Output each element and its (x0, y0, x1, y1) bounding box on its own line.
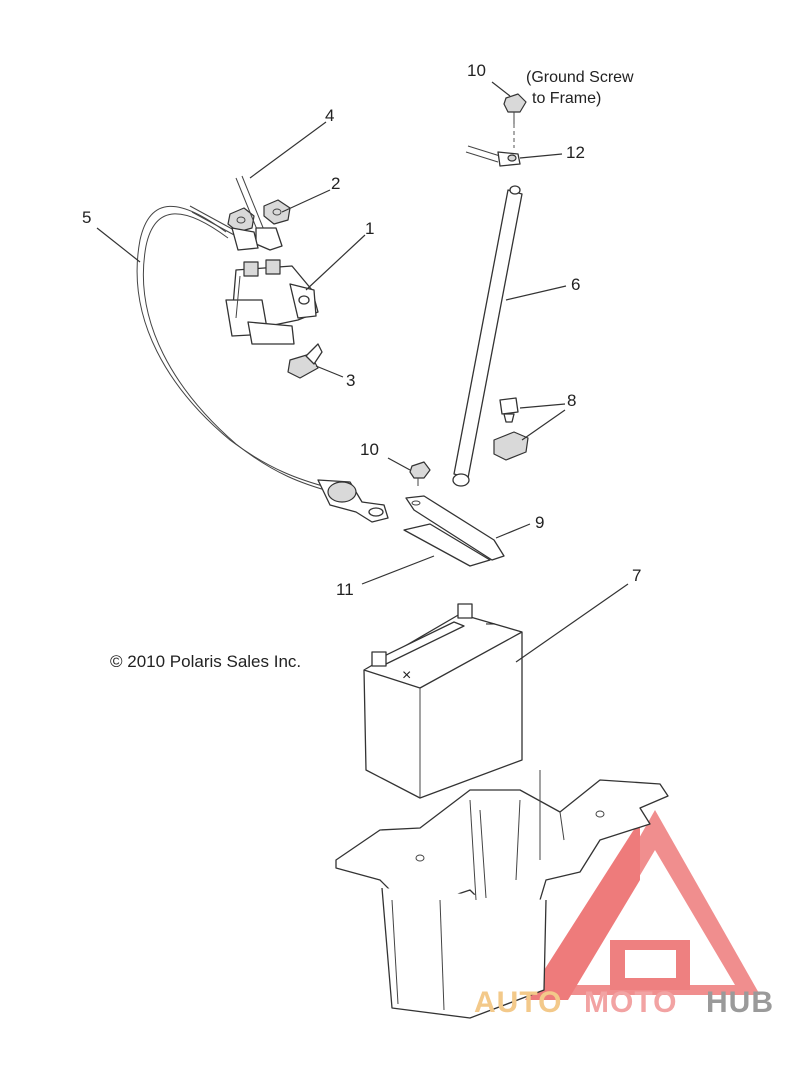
part-10-bolt-lower (409, 461, 431, 486)
watermark-text: AUTO MOTO HUB (474, 986, 774, 1019)
copyright-text: © 2010 Polaris Sales Inc. (110, 652, 301, 671)
callout-3: 3 (346, 371, 355, 390)
part-3-bolt (287, 343, 323, 379)
callout-7: 7 (632, 566, 641, 585)
callout-10-top: 10 (467, 61, 486, 80)
part-2-nuts (227, 199, 291, 233)
leader-lines (96, 81, 629, 663)
callout-11: 11 (336, 580, 354, 599)
ground-note-line1: (Ground Screw (526, 69, 634, 86)
part-6-ground-strap (452, 185, 523, 487)
callout-6: 6 (571, 275, 580, 294)
watermark-auto: AUTO (474, 986, 562, 1019)
part-8-hardware (493, 397, 529, 461)
part-11-pad (403, 523, 491, 567)
callout-4: 4 (325, 106, 334, 125)
part-1-solenoid (225, 259, 319, 345)
part-10-bolt-top (503, 93, 527, 148)
callout-12: 12 (566, 143, 585, 162)
watermark-logo (525, 810, 760, 1000)
part-7-battery: – × (363, 603, 523, 799)
battery-box (335, 770, 669, 1019)
part-9-strap (405, 495, 505, 561)
part-4-cable (189, 175, 283, 251)
ground-note-line2: to Frame) (532, 90, 601, 107)
callout-2: 2 (331, 174, 340, 193)
part-5-cable (136, 205, 389, 523)
part-12-cable-end (465, 145, 521, 167)
callout-9: 9 (535, 513, 544, 532)
battery-negative-mark: – (486, 615, 495, 632)
watermark-moto: MOTO (584, 986, 677, 1019)
callout-5: 5 (82, 208, 91, 227)
callout-10-lower: 10 (360, 440, 379, 459)
battery-positive-mark: × (402, 667, 411, 684)
callout-8: 8 (567, 391, 576, 410)
callout-1: 1 (365, 219, 374, 238)
watermark-hub: HUB (706, 986, 774, 1019)
ground-screw-note: (Ground Screw to Frame) (526, 69, 634, 107)
callout-numbers: 1 2 3 4 5 6 7 8 9 10 10 11 12 (82, 61, 641, 599)
